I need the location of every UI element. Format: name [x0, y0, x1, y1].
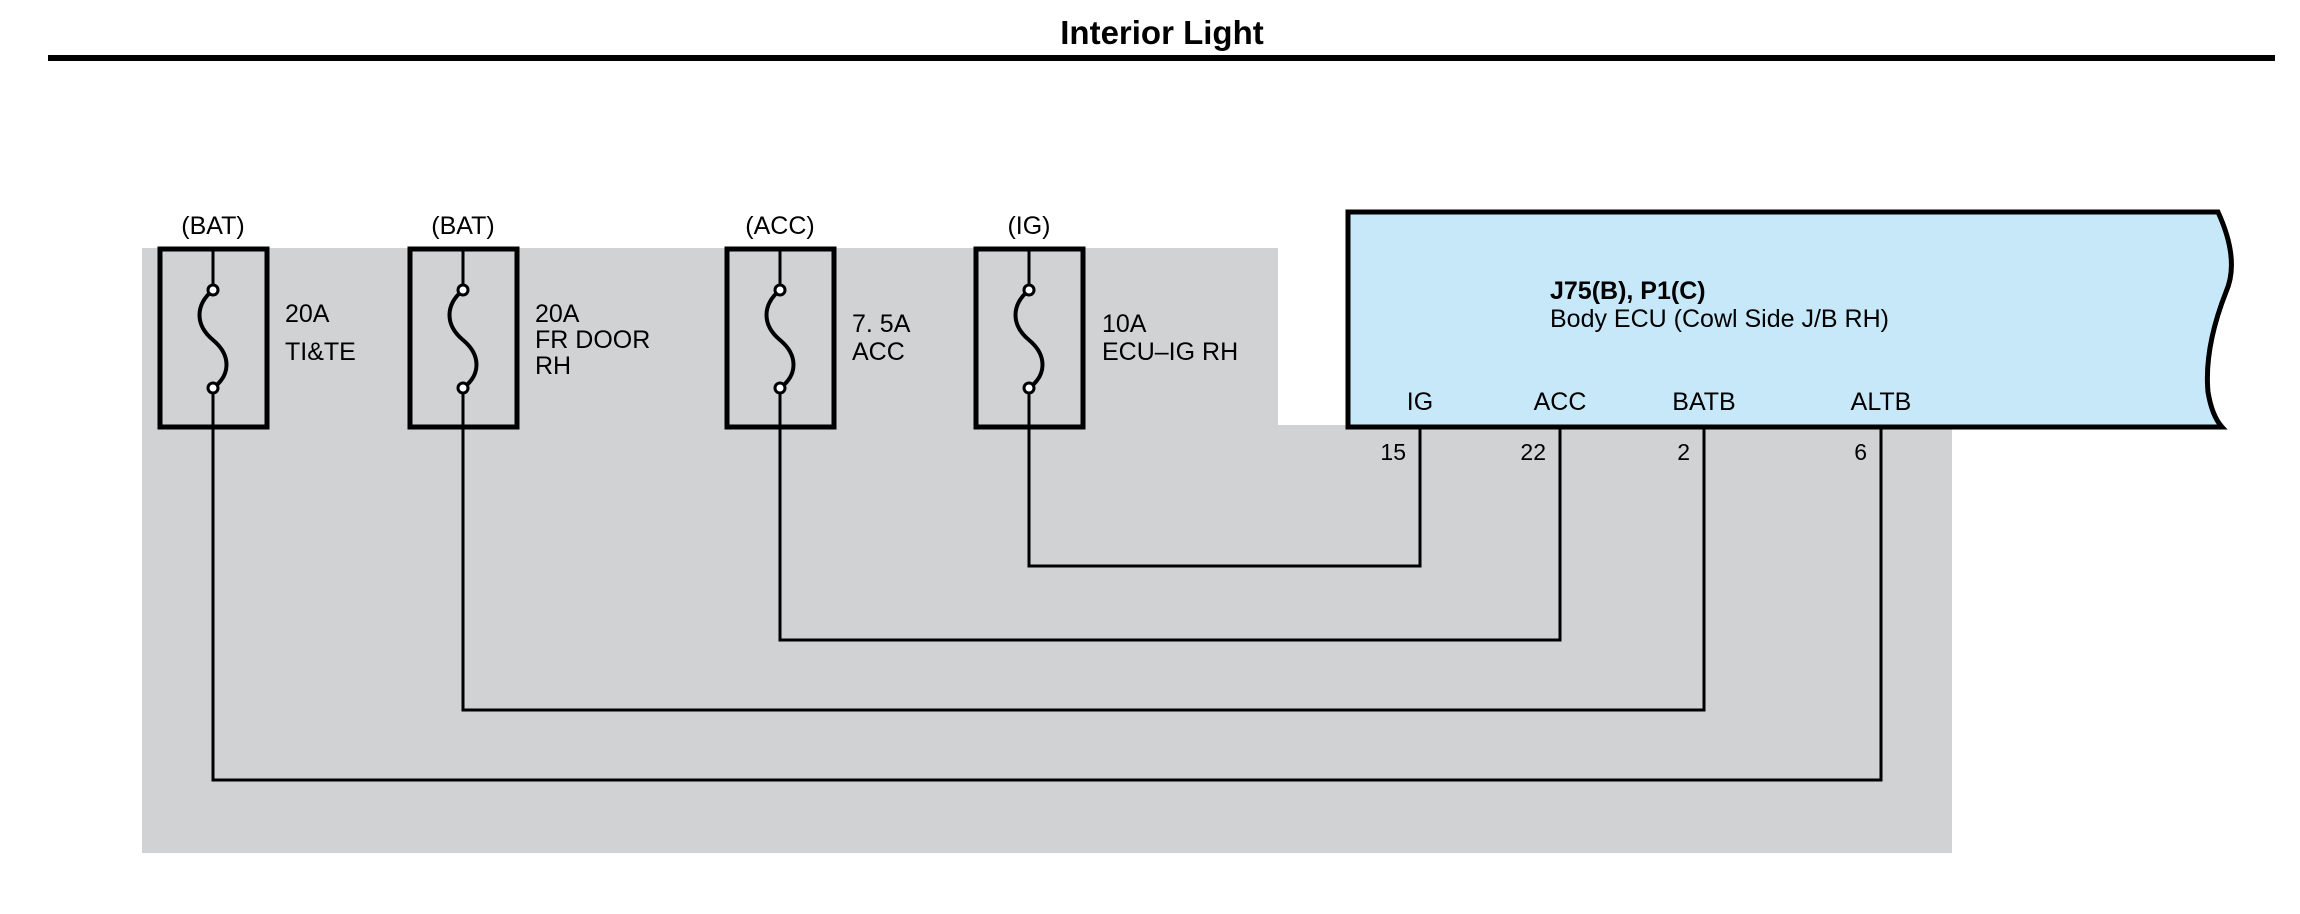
- fuse-ti-te: (BAT) 20A TI&TE: [157, 212, 356, 430]
- page-title: Interior Light: [1060, 14, 1264, 51]
- fuse-name: ACC: [852, 338, 905, 366]
- fuse-acc: (ACC) 7. 5A ACC: [724, 212, 911, 430]
- terminal-label-batb: BATB: [1672, 388, 1735, 416]
- fuse-source-label: (ACC): [745, 212, 814, 240]
- fuse-name: RH: [535, 352, 571, 380]
- pin-number-ig: 15: [1380, 439, 1406, 465]
- terminal-label-acc: ACC: [1534, 388, 1587, 416]
- fuse-rating: 7. 5A: [852, 310, 911, 338]
- fuse-source-label: (BAT): [181, 212, 244, 240]
- ecu-box: [1345, 209, 2234, 430]
- fuse-name: FR DOOR: [535, 326, 650, 354]
- wire-ig: [1027, 388, 1422, 568]
- fuse-rating: 20A: [535, 300, 580, 328]
- fuse-rating: 20A: [285, 300, 330, 328]
- pin-number-acc: 22: [1520, 439, 1546, 465]
- wire-acc: [778, 388, 1562, 642]
- pin-number-batb: 2: [1677, 439, 1690, 465]
- terminal-label-ig: IG: [1407, 388, 1433, 416]
- fuse-rating: 10A: [1102, 310, 1147, 338]
- ecu-connector-label: J75(B), P1(C): [1550, 277, 1706, 305]
- fuse-name: ECU–IG RH: [1102, 338, 1238, 366]
- fuse-source-label: (IG): [1007, 212, 1050, 240]
- wire-altb: [211, 388, 1883, 782]
- fuse-symbol: [1013, 288, 1045, 390]
- pin-number-altb: 6: [1854, 439, 1867, 465]
- fuse-name: TI&TE: [285, 338, 356, 366]
- ecu-name-label: Body ECU (Cowl Side J/B RH): [1550, 305, 1889, 333]
- fuse-symbol: [197, 288, 229, 390]
- fuse-fr-door-rh: (BAT) 20A FR DOOR RH: [407, 212, 650, 430]
- fuse-symbol: [447, 288, 479, 390]
- terminal-label-altb: ALTB: [1851, 388, 1912, 416]
- fuse-symbol: [764, 288, 796, 390]
- wire-batb: [461, 388, 1706, 712]
- background-panel: [142, 248, 1952, 853]
- fuse-source-label: (BAT): [431, 212, 494, 240]
- fuse-ecu-ig-rh: (IG) 10A ECU–IG RH: [973, 212, 1238, 430]
